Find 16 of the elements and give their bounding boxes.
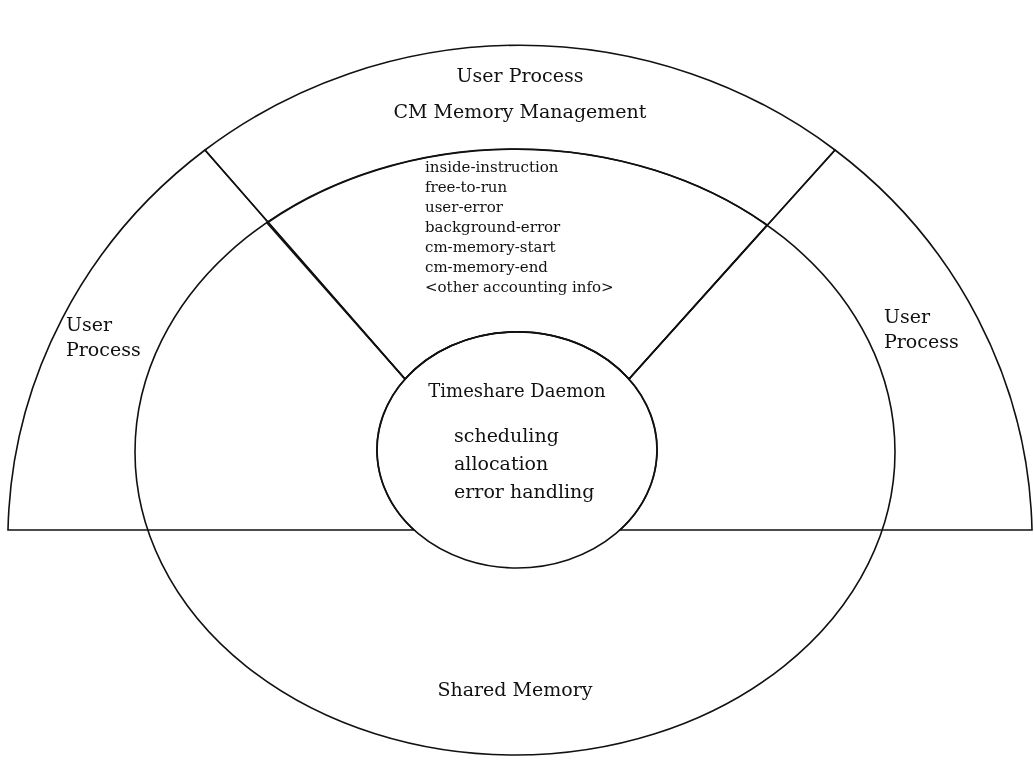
list-item: free-to-run — [425, 178, 508, 196]
list-item: scheduling — [454, 424, 559, 446]
region-heading: CM Memory Management — [393, 100, 647, 122]
list-item: allocation — [454, 452, 549, 474]
list-item: error handling — [454, 480, 595, 502]
list-item: inside-instruction — [425, 158, 559, 176]
circle-heading: Timeshare Daemon — [428, 380, 606, 401]
list-item: cm-memory-start — [425, 238, 556, 256]
list-item: cm-memory-end — [425, 258, 548, 276]
list-item: user-error — [425, 198, 503, 216]
region-label: Shared Memory — [437, 678, 593, 700]
list-item: background-error — [425, 218, 561, 236]
list-item: <other accounting info> — [425, 278, 614, 296]
region-label: User Process — [66, 312, 142, 362]
region-label: User Process — [884, 304, 960, 354]
region-label: User Process — [456, 64, 584, 86]
